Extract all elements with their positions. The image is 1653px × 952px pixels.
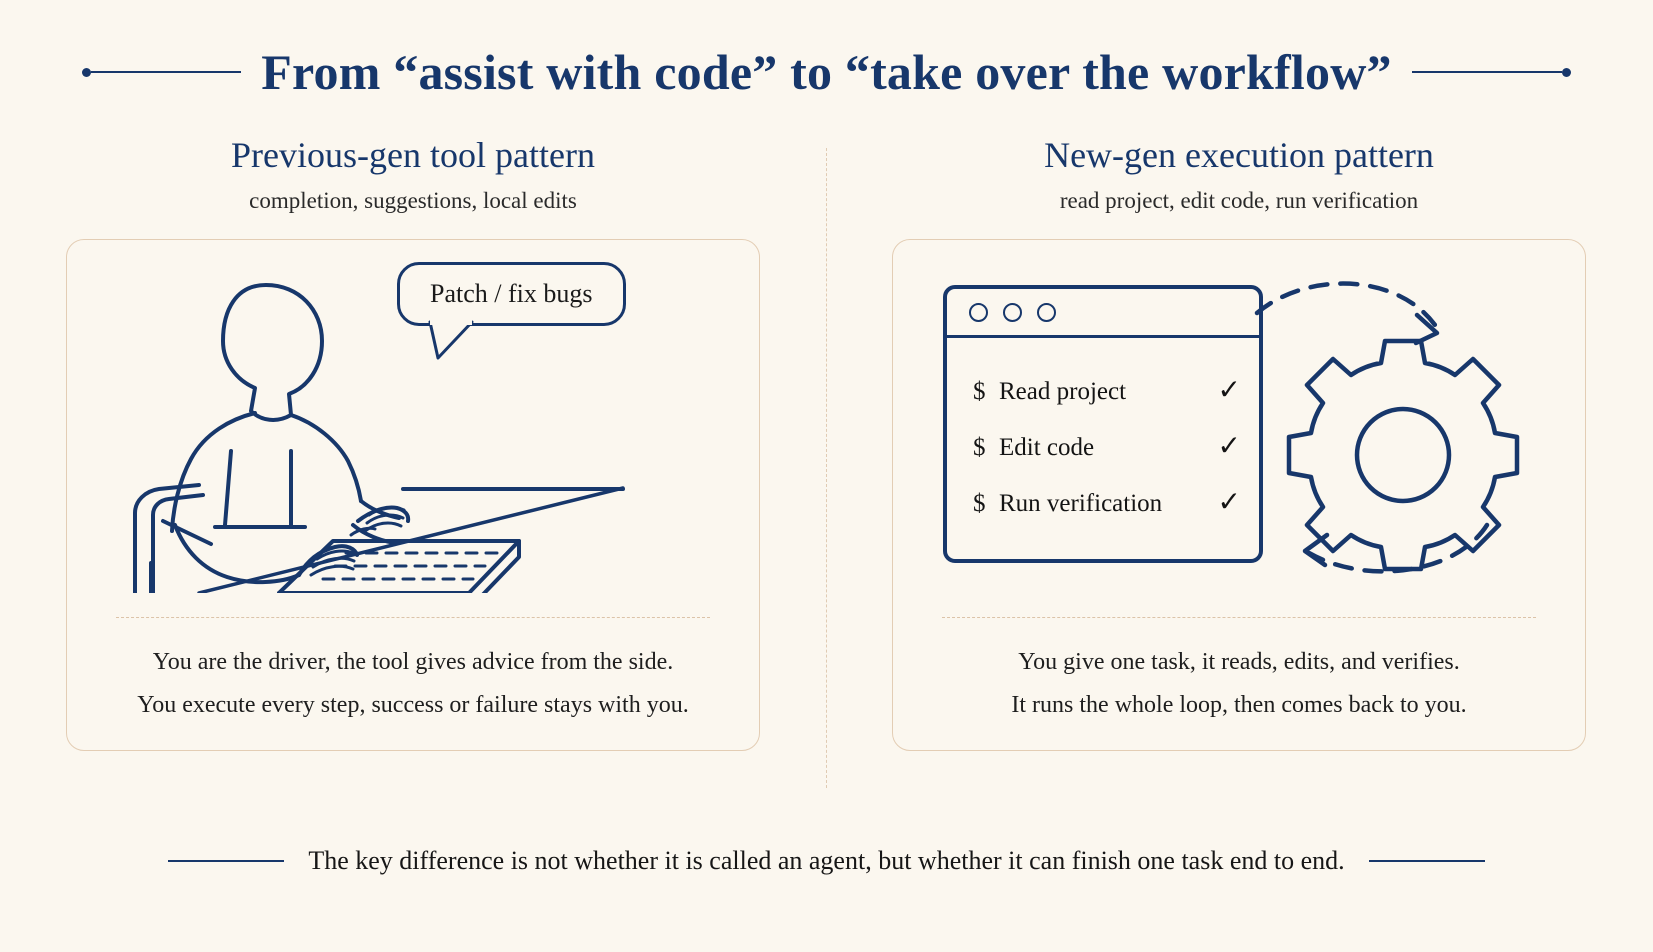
right-column-subheading: read project, edit code, run verificatio… [1059,187,1419,213]
page-title: From “assist with code” to “take over th… [261,44,1392,100]
gear-loop-icon [1254,281,1520,574]
terminal-prompt-icon: $ [973,377,986,405]
footer-rule-left [168,860,285,862]
column-divider [826,148,827,788]
footer-text: The key difference is not whether it is … [308,846,1345,875]
terminal-dot-close-icon[interactable] [969,302,988,322]
left-card-captions: You are the driver, the tool gives advic… [67,618,759,750]
title-rule-dot-right [1561,67,1571,77]
column-new-gen: New-gen execution pattern read project, … [826,135,1652,751]
speech-bubble-tail-icon [428,319,474,360]
terminal-titlebar [947,289,1259,339]
right-caption-1: You give one task, it reads, edits, and … [1018,648,1460,675]
footer-bar: The key difference is not whether it is … [0,846,1653,876]
terminal-body: $ Read project ✓ $ Edit code ✓ $ [947,338,1259,559]
terminal-check-icon: ✓ [1217,430,1241,462]
title-rule-left [82,67,242,77]
left-column-heading: Previous-gen tool pattern [231,135,595,175]
terminal-gear-group: $ Read project ✓ $ Edit code ✓ $ [929,263,1549,593]
speech-bubble: Patch / fix bugs [397,261,626,360]
right-card-divider [942,616,1536,618]
title-rule-dot-left [82,67,92,77]
terminal-line: $ Run verification ✓ [973,485,1241,519]
right-column-heading: New-gen execution pattern [1044,135,1434,175]
left-card: Patch / fix bugs You are the driver, the… [66,238,760,751]
terminal-window[interactable]: $ Read project ✓ $ Edit code ✓ $ [943,285,1263,564]
terminal-line: $ Read project ✓ [973,373,1241,407]
terminal-dot-minimize-icon[interactable] [1003,302,1022,322]
terminal-command: Run verification [999,489,1163,517]
title-rule-line-right [1411,71,1562,73]
comparison-columns: Previous-gen tool pattern completion, su… [0,135,1653,751]
terminal-command: Edit code [999,433,1095,461]
left-caption-2: You execute every step, success or failu… [137,691,689,718]
person-typing-icon [133,283,625,594]
speech-bubble-text: Patch / fix bugs [430,278,593,308]
terminal-line: $ Edit code ✓ [973,429,1241,463]
terminal-check-icon: ✓ [1217,374,1241,406]
column-previous-gen: Previous-gen tool pattern completion, su… [0,135,826,751]
right-card: $ Read project ✓ $ Edit code ✓ $ [892,238,1586,751]
terminal-prompt-icon: $ [973,489,986,517]
terminal-check-icon: ✓ [1217,486,1241,518]
terminal-dot-maximize-icon[interactable] [1037,302,1056,322]
terminal-command: Read project [999,377,1127,405]
terminal-prompt-icon: $ [973,433,986,461]
page-title-bar: From “assist with code” to “take over th… [0,36,1653,108]
title-rule-line-left [91,71,242,73]
right-card-captions: You give one task, it reads, edits, and … [893,618,1585,750]
terminal-gear-illustration: $ Read project ✓ $ Edit code ✓ $ [893,240,1585,617]
left-caption-1: You are the driver, the tool gives advic… [152,648,674,675]
right-caption-2: It runs the whole loop, then comes back … [1011,691,1467,718]
left-card-divider [116,616,710,618]
title-rule-right [1411,67,1571,77]
footer-rule-right [1368,860,1485,862]
person-typing-illustration: Patch / fix bugs [67,240,759,617]
left-column-subheading: completion, suggestions, local edits [249,187,577,213]
